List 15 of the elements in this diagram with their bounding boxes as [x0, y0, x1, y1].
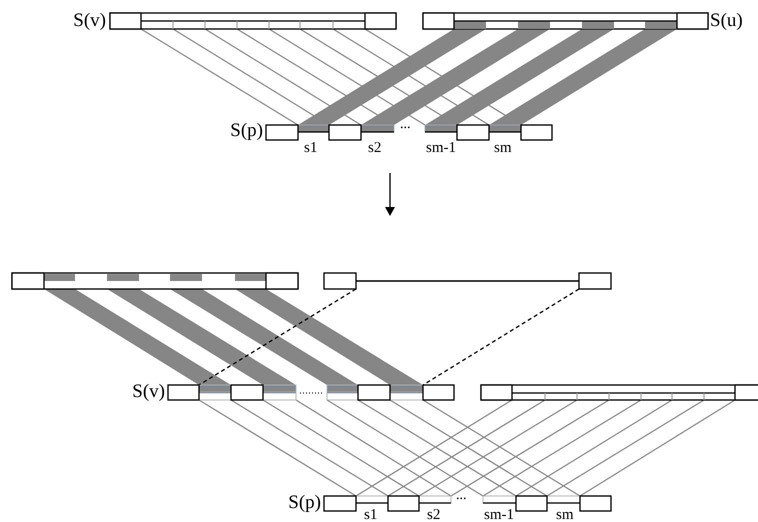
sequence-label: S(v): [73, 11, 106, 30]
segment-label: sm: [494, 141, 512, 156]
segment-label: sm-1: [484, 508, 514, 522]
segment-label: s2: [427, 508, 440, 522]
segment-label: s2: [368, 141, 382, 156]
sequence-label: S(v): [132, 382, 165, 401]
segment-label: sm: [556, 508, 574, 522]
ellipsis: ...: [456, 489, 466, 503]
segment-label: sm-1: [426, 141, 456, 156]
ellipsis: ...: [400, 118, 410, 132]
segment-label: s1: [304, 141, 318, 156]
sequence-label: S(p): [288, 493, 321, 512]
segment-label: s1: [364, 508, 378, 522]
sequence-label: S(u): [710, 11, 743, 30]
sequence-label: S(p): [230, 121, 263, 140]
